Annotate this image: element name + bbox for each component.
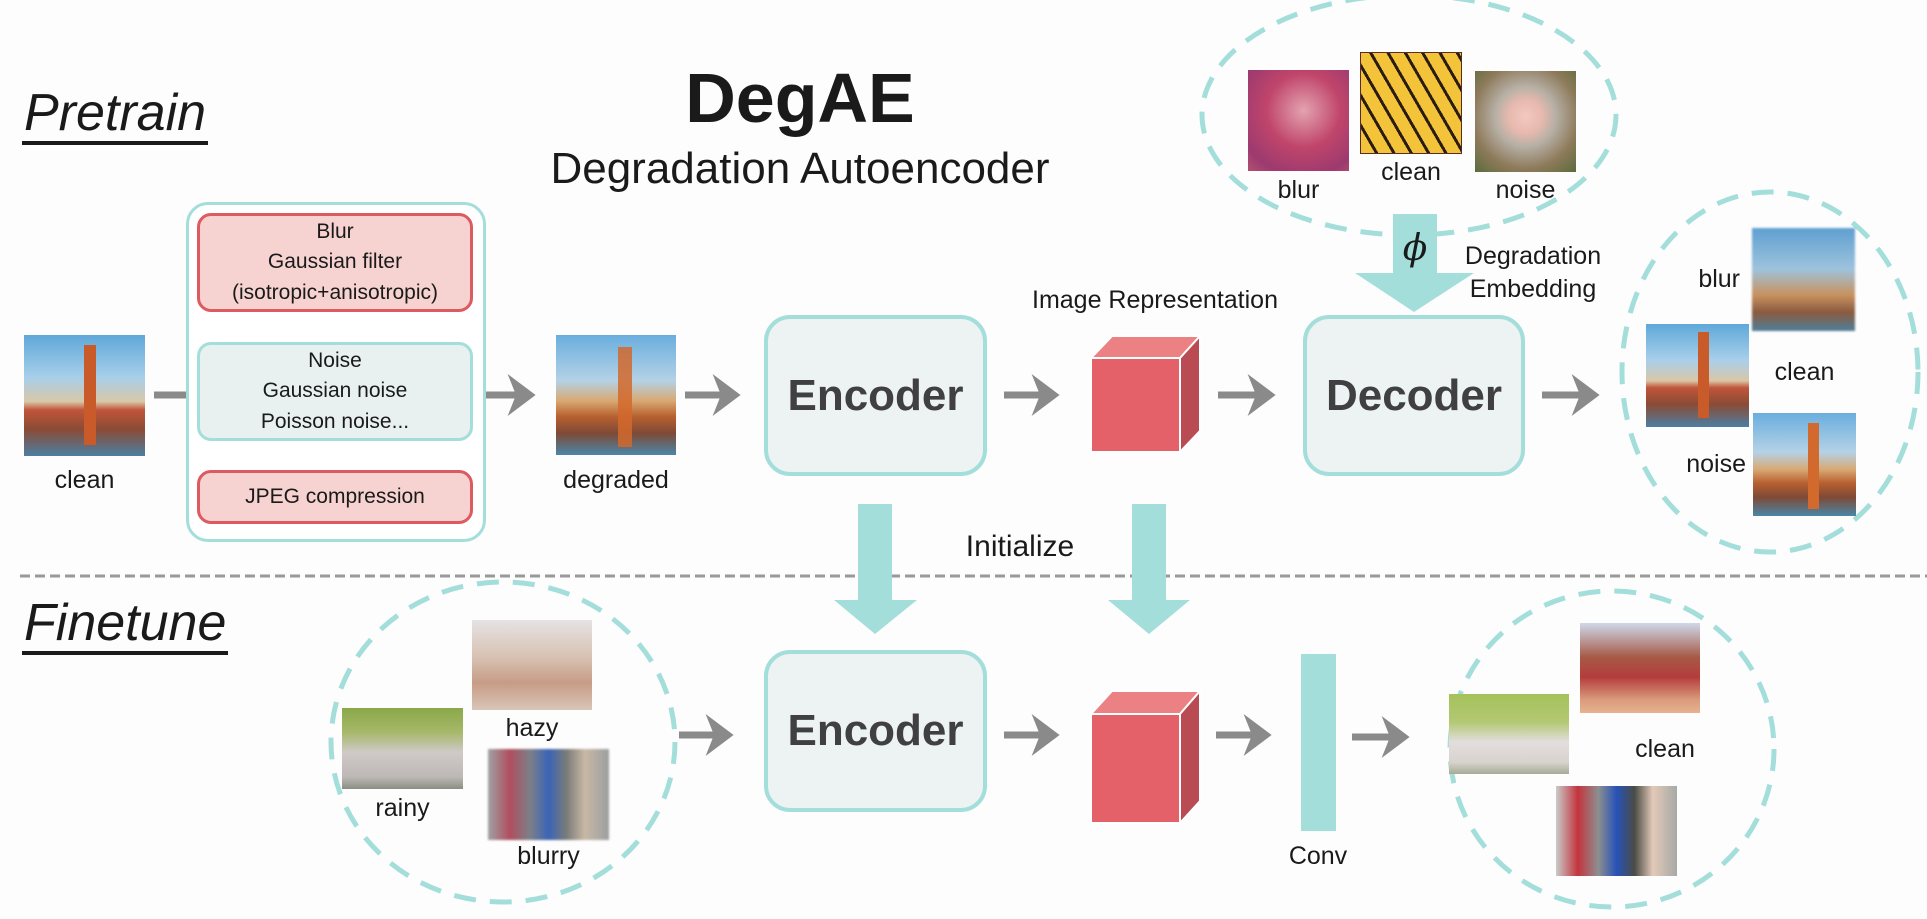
output-noise-image bbox=[1753, 413, 1856, 516]
image-representation-label: Image Representation bbox=[1032, 286, 1278, 314]
conv-label: Conv bbox=[1288, 842, 1348, 870]
conv-layer bbox=[1301, 654, 1336, 831]
finetune-rainy-image bbox=[342, 708, 463, 789]
finetune-clean-label: clean bbox=[1635, 735, 1695, 763]
initialize-arrow-representation bbox=[1108, 504, 1190, 634]
finetune-output-ellipse bbox=[1447, 588, 1777, 910]
output-clean-label: clean bbox=[1774, 358, 1835, 386]
diagram-subtitle: Degradation Autoencoder bbox=[550, 144, 1050, 193]
pretrain-section-label: Pretrain bbox=[22, 86, 209, 145]
noise-step-line-3: Poisson noise... bbox=[260, 409, 410, 433]
embedding-noise-label: noise bbox=[1495, 176, 1556, 204]
finetune-clean-station-image bbox=[1580, 623, 1700, 713]
finetune-input-ellipse bbox=[328, 579, 678, 905]
pretrain-encoder: Encoder bbox=[764, 315, 987, 476]
finetune-representation-cube bbox=[1088, 688, 1203, 826]
diagram-title: DegAE bbox=[685, 59, 915, 137]
finetune-blurry-label: blurry bbox=[517, 842, 580, 870]
degraded-label: degraded bbox=[563, 466, 669, 494]
degradation-embedding-label: Degradation Embedding bbox=[1448, 240, 1618, 305]
output-blur-image bbox=[1752, 228, 1855, 331]
initialize-arrow-encoder bbox=[834, 504, 917, 634]
image-representation-cube bbox=[1088, 333, 1203, 455]
finetune-clean-polar-bears-image bbox=[1449, 694, 1569, 774]
finetune-encoder: Encoder bbox=[764, 650, 987, 812]
output-noise-label: noise bbox=[1686, 450, 1746, 478]
jpeg-step: JPEG compression bbox=[197, 470, 473, 524]
degradation-embedding-line-1: Degradation bbox=[1464, 242, 1602, 270]
blur-step-line-1: Blur bbox=[316, 219, 354, 243]
jpeg-step-line-1: JPEG compression bbox=[245, 484, 425, 508]
blur-step-line-3: (isotropic+anisotropic) bbox=[231, 280, 438, 304]
initialize-label: Initialize bbox=[965, 530, 1075, 563]
noise-step: Noise Gaussian noise Poisson noise... bbox=[197, 342, 473, 441]
embedding-clean-label: clean bbox=[1381, 158, 1441, 186]
finetune-rainy-label: rainy bbox=[375, 794, 430, 822]
finetune-clean-pedestrians-image bbox=[1556, 786, 1677, 876]
pretrain-output-ellipse bbox=[1619, 189, 1921, 555]
output-blur-label: blur bbox=[1698, 265, 1740, 293]
embedding-noise-image bbox=[1475, 71, 1576, 172]
output-clean-image bbox=[1646, 324, 1749, 427]
phi-symbol: ϕ bbox=[1402, 228, 1428, 269]
clean-input-image bbox=[24, 335, 145, 456]
embedding-clean-image bbox=[1360, 52, 1462, 154]
finetune-blurry-image bbox=[488, 749, 609, 840]
embedding-blur-image bbox=[1248, 70, 1349, 171]
finetune-section-label: Finetune bbox=[22, 596, 229, 655]
degraded-image bbox=[556, 335, 676, 455]
degradation-embedding-line-2: Embedding bbox=[1469, 274, 1597, 303]
embedding-arrow bbox=[1355, 214, 1474, 312]
noise-step-line-2: Gaussian noise bbox=[262, 379, 408, 403]
noise-step-line-1: Noise bbox=[308, 348, 362, 372]
blur-step-line-2: Gaussian filter bbox=[267, 250, 403, 274]
blur-step: Blur Gaussian filter (isotropic+anisotro… bbox=[197, 213, 473, 312]
clean-input-label: clean bbox=[54, 466, 115, 494]
finetune-hazy-image bbox=[472, 620, 592, 710]
decoder: Decoder bbox=[1303, 315, 1525, 476]
embedding-blur-label: blur bbox=[1277, 176, 1320, 204]
finetune-hazy-label: hazy bbox=[505, 714, 559, 742]
